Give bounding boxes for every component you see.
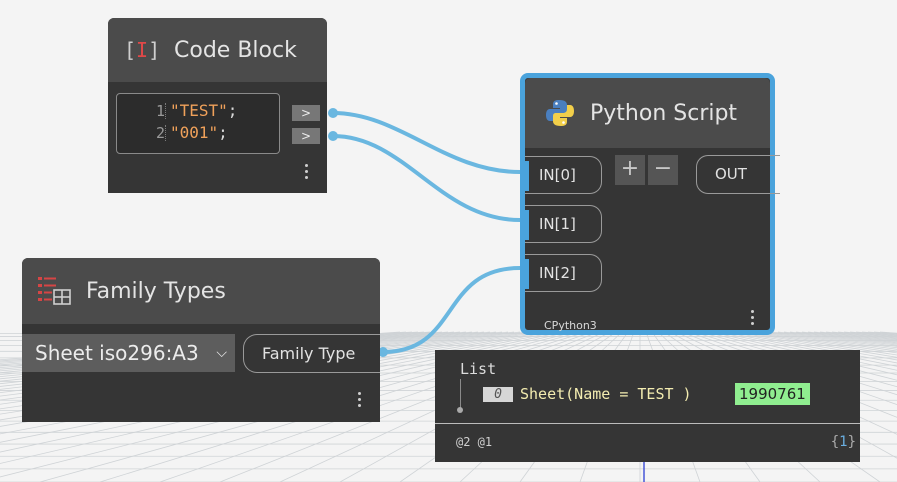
code-block-node[interactable]: [I] Code Block 1 "TEST"; 2 "001"; > > <box>108 18 327 193</box>
input-port-in0[interactable]: IN[0] <box>525 156 602 194</box>
output-port-line-1[interactable]: > <box>292 105 320 121</box>
input-port-label: IN[2] <box>539 264 576 282</box>
family-types-icon <box>38 277 71 305</box>
code-block-header[interactable]: [I] Code Block <box>108 18 327 82</box>
element-id-link[interactable]: 1990761 <box>735 383 810 405</box>
port-indicator <box>525 161 529 191</box>
input-port-in2[interactable]: IN[2] <box>525 254 602 292</box>
list-tree-node <box>457 407 463 413</box>
line-number: 2 <box>155 124 165 142</box>
remove-input-button[interactable]: − <box>648 155 678 185</box>
node-menu-icon[interactable] <box>358 392 362 410</box>
add-input-button[interactable]: + <box>615 155 645 185</box>
string-literal: "TEST" <box>170 101 228 120</box>
count-close-brace: } <box>847 434 856 450</box>
code-line[interactable]: 1 "TEST"; <box>117 100 279 122</box>
count-value: 1 <box>839 434 848 450</box>
node-menu-icon[interactable] <box>751 310 755 328</box>
code-editor[interactable]: 1 "TEST"; 2 "001"; <box>116 93 280 154</box>
preview-list-label: List <box>460 360 497 378</box>
statement-terminator: ; <box>227 101 238 120</box>
python-script-header[interactable]: Python Script <box>525 78 770 148</box>
input-port-label: IN[1] <box>539 215 576 233</box>
chevron-down-icon[interactable]: ⌵ <box>216 345 227 361</box>
output-port-family-type[interactable]: Family Type <box>243 334 380 373</box>
family-types-header[interactable]: Family Types <box>22 258 380 324</box>
python-icon <box>546 100 574 126</box>
node-menu-icon[interactable] <box>305 164 309 182</box>
preview-item-value: Sheet(Name = TEST ) <box>520 385 692 403</box>
family-type-dropdown[interactable]: Sheet iso296:A3 ⌵ <box>22 334 235 372</box>
preview-divider <box>435 423 860 424</box>
line-separator <box>165 125 166 141</box>
count-open-brace: { <box>830 434 840 450</box>
string-literal: "001" <box>170 123 219 142</box>
family-types-node[interactable]: Family Types Sheet iso296:A3 ⌵ Family Ty… <box>22 258 380 422</box>
code-block-icon: [I] <box>124 38 161 62</box>
line-number: 1 <box>155 102 165 120</box>
input-port-in1[interactable]: IN[1] <box>525 205 602 243</box>
python-script-title: Python Script <box>590 100 738 126</box>
list-tree-line <box>460 379 461 409</box>
code-line[interactable]: 2 "001"; <box>117 122 279 144</box>
input-port-label: IN[0] <box>539 166 576 184</box>
port-indicator <box>525 259 529 289</box>
preview-bubble[interactable]: List 0 Sheet(Name = TEST ) 1990761 @2 @1… <box>435 350 860 462</box>
engine-label[interactable]: CPython3 <box>544 319 597 332</box>
list-count: {1} <box>831 434 856 450</box>
python-script-node[interactable]: Python Script IN[0] IN[1] IN[2] + − OUT … <box>520 73 780 335</box>
output-port-line-2[interactable]: > <box>292 128 320 144</box>
dropdown-selected-value: Sheet iso296:A3 <box>35 341 199 365</box>
list-index-badge: 0 <box>483 387 513 402</box>
output-port-out[interactable]: OUT <box>696 155 780 194</box>
family-types-title: Family Types <box>86 278 226 304</box>
port-indicator <box>525 210 529 240</box>
list-levels-label[interactable]: @2 @1 <box>456 435 493 449</box>
code-block-title: Code Block <box>174 37 297 63</box>
line-separator <box>165 103 166 119</box>
statement-terminator: ; <box>218 123 228 142</box>
